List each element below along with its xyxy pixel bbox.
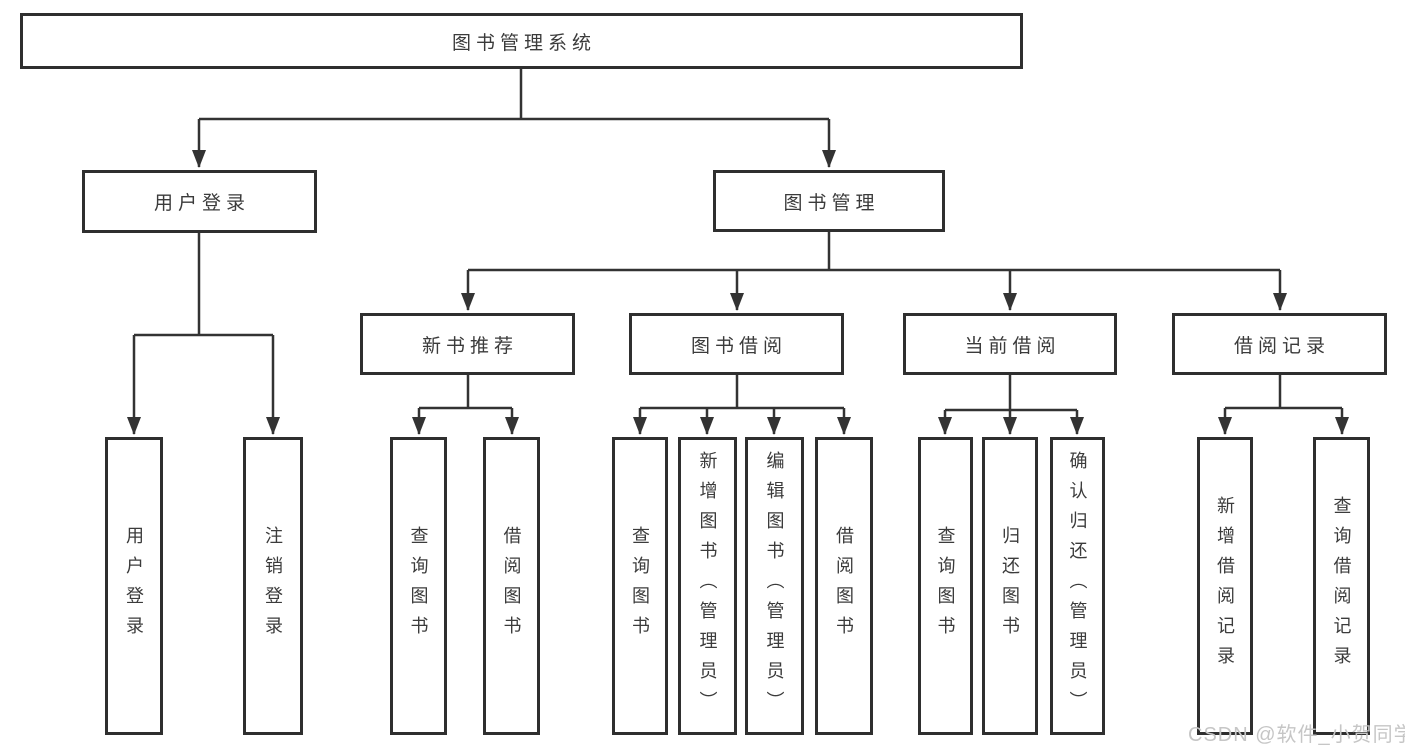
node-label: 用户登录: [153, 193, 250, 214]
node-label: 图书管理系统: [451, 32, 596, 54]
leaf-edit-books-admin: 编辑图书（管理员）: [745, 437, 804, 735]
node-label: 编辑图书（管理员）: [764, 451, 785, 721]
node-label: 查询借阅记录: [1331, 496, 1352, 676]
node-label: 注销登录: [263, 526, 283, 646]
leaf-logout: 注销登录: [243, 437, 303, 735]
node-label: 查询图书: [935, 526, 956, 646]
leaf-query-borrow-record: 查询借阅记录: [1313, 437, 1370, 735]
leaf-newrec-query-books: 查询图书: [390, 437, 447, 735]
leaf-user-login: 用户登录: [105, 437, 163, 735]
leaf-current-query-books: 查询图书: [918, 437, 973, 735]
leaf-confirm-return-admin: 确认归还（管理员）: [1050, 437, 1105, 735]
node-label: 归还图书: [1000, 526, 1020, 646]
node-borrowing-records: 借阅记录: [1172, 313, 1387, 375]
node-label: 确认归还（管理员）: [1067, 451, 1088, 721]
node-book-management: 图书管理: [713, 170, 945, 232]
node-label: 新增图书（管理员）: [697, 451, 718, 721]
node-label: 用户登录: [124, 526, 144, 646]
leaf-newrec-borrow-books: 借阅图书: [483, 437, 540, 735]
leaf-borrow-books: 借阅图书: [815, 437, 873, 735]
node-book-borrowing: 图书借阅: [629, 313, 844, 375]
leaf-add-borrow-record: 新增借阅记录: [1197, 437, 1253, 735]
node-label: 图书借阅: [690, 335, 787, 357]
node-label: 新书推荐: [421, 335, 518, 357]
leaf-add-books-admin: 新增图书（管理员）: [678, 437, 737, 735]
node-label: 借阅图书: [834, 526, 854, 646]
node-label: 借阅图书: [501, 526, 522, 646]
node-label: 新增借阅记录: [1215, 496, 1235, 676]
node-library-management-system: 图书管理系统: [20, 13, 1023, 69]
node-label: 查询图书: [630, 526, 650, 646]
node-label: 查询图书: [408, 526, 429, 646]
node-user-login: 用户登录: [82, 170, 317, 233]
node-current-borrowing: 当前借阅: [903, 313, 1117, 375]
node-new-book-recommend: 新书推荐: [360, 313, 575, 375]
csdn-watermark: CSDN @软件_小贺同学: [1188, 724, 1405, 746]
node-label: 借阅记录: [1233, 335, 1330, 357]
node-label: 图书管理: [783, 192, 880, 214]
leaf-return-books: 归还图书: [982, 437, 1038, 735]
node-label: 当前借阅: [964, 335, 1061, 357]
leaf-borrow-query-books: 查询图书: [612, 437, 668, 735]
